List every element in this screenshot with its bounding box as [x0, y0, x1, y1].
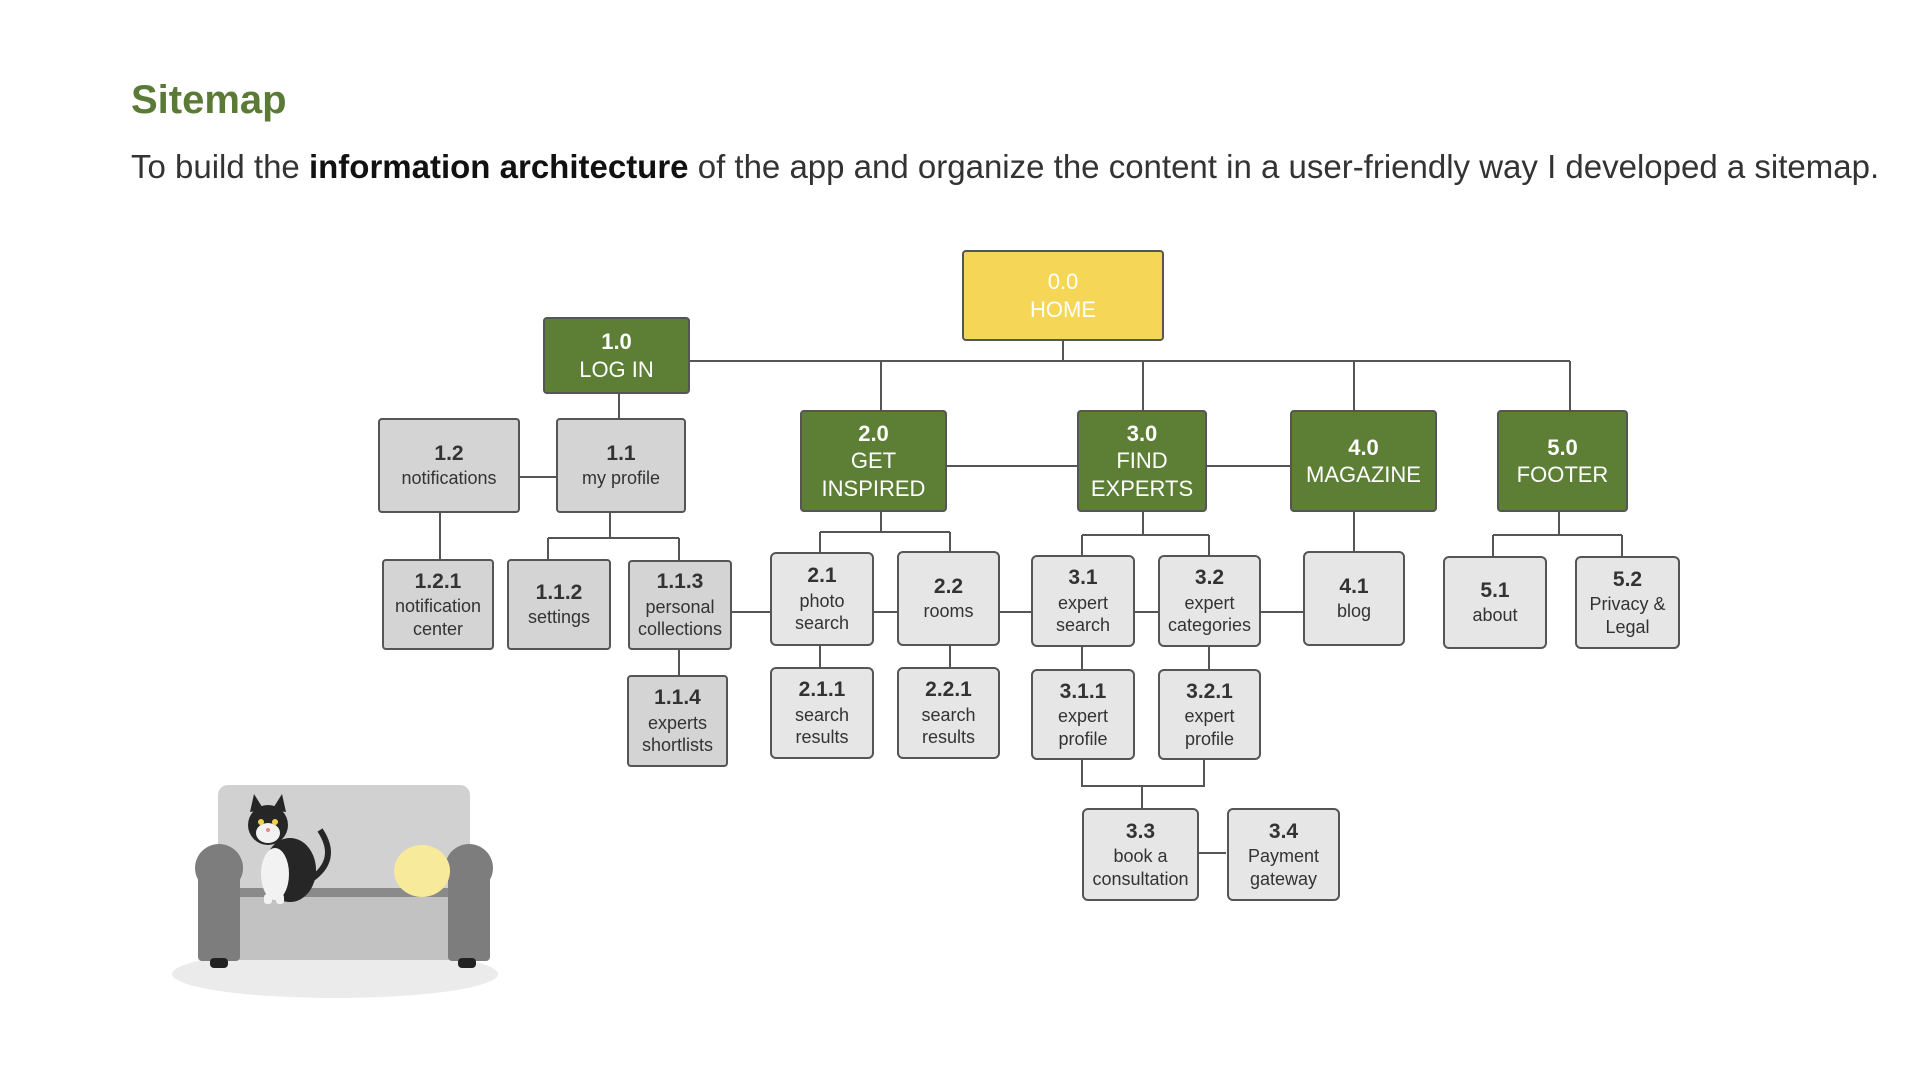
node-number: 1.1.4	[654, 686, 701, 710]
node-label: notifications	[401, 468, 497, 489]
node-expert-search: 3.1 expert search	[1031, 555, 1135, 647]
node-label: search results	[921, 704, 976, 748]
node-label: photo search	[794, 590, 850, 634]
node-blog: 4.1 blog	[1303, 551, 1405, 646]
node-number: 2.1	[807, 564, 837, 588]
node-label: LOG IN	[579, 356, 654, 382]
node-expert-profile: 3.2.1 expert profile	[1158, 669, 1261, 760]
page-title: Sitemap	[131, 78, 287, 122]
connector	[1081, 760, 1205, 787]
node-notification-center: 1.2.1 notification center	[382, 559, 494, 650]
node-photo-search: 2.1 photo search	[770, 552, 874, 646]
node-expert-categories: 3.2 expert categories	[1158, 555, 1261, 647]
node-notifications: 1.2 notifications	[378, 418, 520, 513]
intro-text-start: To build the	[131, 148, 309, 185]
node-login: 1.0 LOG IN	[543, 317, 690, 394]
intro-text-end: of the app and organize the content in a…	[688, 148, 1880, 185]
node-number: 5.2	[1612, 567, 1643, 591]
cat-on-sofa-illustration	[170, 770, 510, 1015]
node-footer: 5.0 FOOTER	[1497, 410, 1628, 512]
node-number: 4.0	[1348, 434, 1379, 460]
node-label: experts shortlists	[641, 712, 713, 756]
node-label: Payment gateway	[1247, 846, 1320, 889]
node-book-consultation: 3.3 book a consultation	[1082, 808, 1199, 901]
node-payment-gateway: 3.4 Payment gateway	[1227, 808, 1340, 901]
node-number: 0.0	[1047, 269, 1079, 294]
node-privacy-legal: 5.2 Privacy & Legal	[1575, 556, 1680, 649]
node-number: 1.2	[434, 442, 464, 466]
node-label: expert profile	[1057, 706, 1109, 749]
node-label: expert categories	[1167, 592, 1252, 636]
cat-icon	[248, 794, 331, 904]
node-number: 1.1.3	[656, 570, 704, 594]
node-label: settings	[527, 607, 591, 628]
node-number: 1.1.2	[535, 581, 583, 605]
node-expert-profile: 3.1.1 expert profile	[1031, 669, 1135, 760]
node-label: FIND EXPERTS	[1090, 448, 1194, 501]
node-find-experts: 3.0 FIND EXPERTS	[1077, 410, 1207, 512]
node-label: HOME	[1030, 296, 1096, 322]
node-personal-collections: 1.1.3 personal collections	[628, 560, 732, 650]
node-number: 1.0	[601, 329, 632, 354]
node-label: personal collections	[637, 596, 723, 640]
node-label: about	[1472, 605, 1518, 626]
node-number: 3.0	[1126, 420, 1158, 446]
node-home: 0.0 HOME	[962, 250, 1164, 341]
intro-text: To build the information architecture of…	[131, 148, 1879, 186]
node-rooms: 2.2 rooms	[897, 551, 1000, 646]
node-get-inspired: 2.0 GET INSPIRED	[800, 410, 947, 512]
node-number: 2.0	[858, 420, 889, 446]
node-number: 3.1.1	[1059, 679, 1107, 703]
node-number: 5.0	[1547, 434, 1578, 460]
node-number: 4.1	[1339, 575, 1369, 599]
node-magazine: 4.0 MAGAZINE	[1290, 410, 1437, 512]
node-number: 1.1	[606, 442, 636, 466]
node-label: rooms	[923, 601, 974, 622]
node-number: 3.1	[1068, 566, 1098, 590]
node-label: Privacy & Legal	[1589, 594, 1666, 637]
node-label: expert profile	[1184, 706, 1235, 749]
node-rooms-search-results: 2.2.1 search results	[897, 667, 1000, 759]
node-number: 2.2	[933, 575, 964, 599]
node-number: 3.2	[1194, 566, 1225, 590]
node-number: 2.1.1	[798, 678, 846, 702]
node-my-profile: 1.1 my profile	[556, 418, 686, 513]
node-about: 5.1 about	[1443, 556, 1547, 649]
node-experts-shortlists: 1.1.4 experts shortlists	[627, 675, 728, 767]
intro-text-bold: information architecture	[308, 148, 689, 185]
node-photo-search-results: 2.1.1 search results	[770, 667, 874, 759]
node-number: 3.2.1	[1186, 679, 1233, 703]
node-label: MAGAZINE	[1306, 462, 1421, 487]
node-label: notification center	[394, 596, 482, 639]
node-label: book a consultation	[1092, 846, 1189, 889]
node-label: search results	[794, 704, 850, 748]
node-label: my profile	[581, 468, 661, 489]
node-label: expert search	[1055, 592, 1111, 636]
node-number: 5.1	[1480, 579, 1510, 603]
node-settings: 1.1.2 settings	[507, 559, 611, 650]
node-label: blog	[1336, 601, 1372, 622]
sofa-icon	[172, 785, 498, 998]
node-label: GET INSPIRED	[821, 448, 926, 501]
node-number: 3.3	[1125, 819, 1156, 843]
node-number: 2.2.1	[925, 678, 972, 702]
node-number: 3.4	[1268, 819, 1299, 843]
node-label: FOOTER	[1516, 462, 1609, 487]
node-number: 1.2.1	[414, 569, 462, 593]
